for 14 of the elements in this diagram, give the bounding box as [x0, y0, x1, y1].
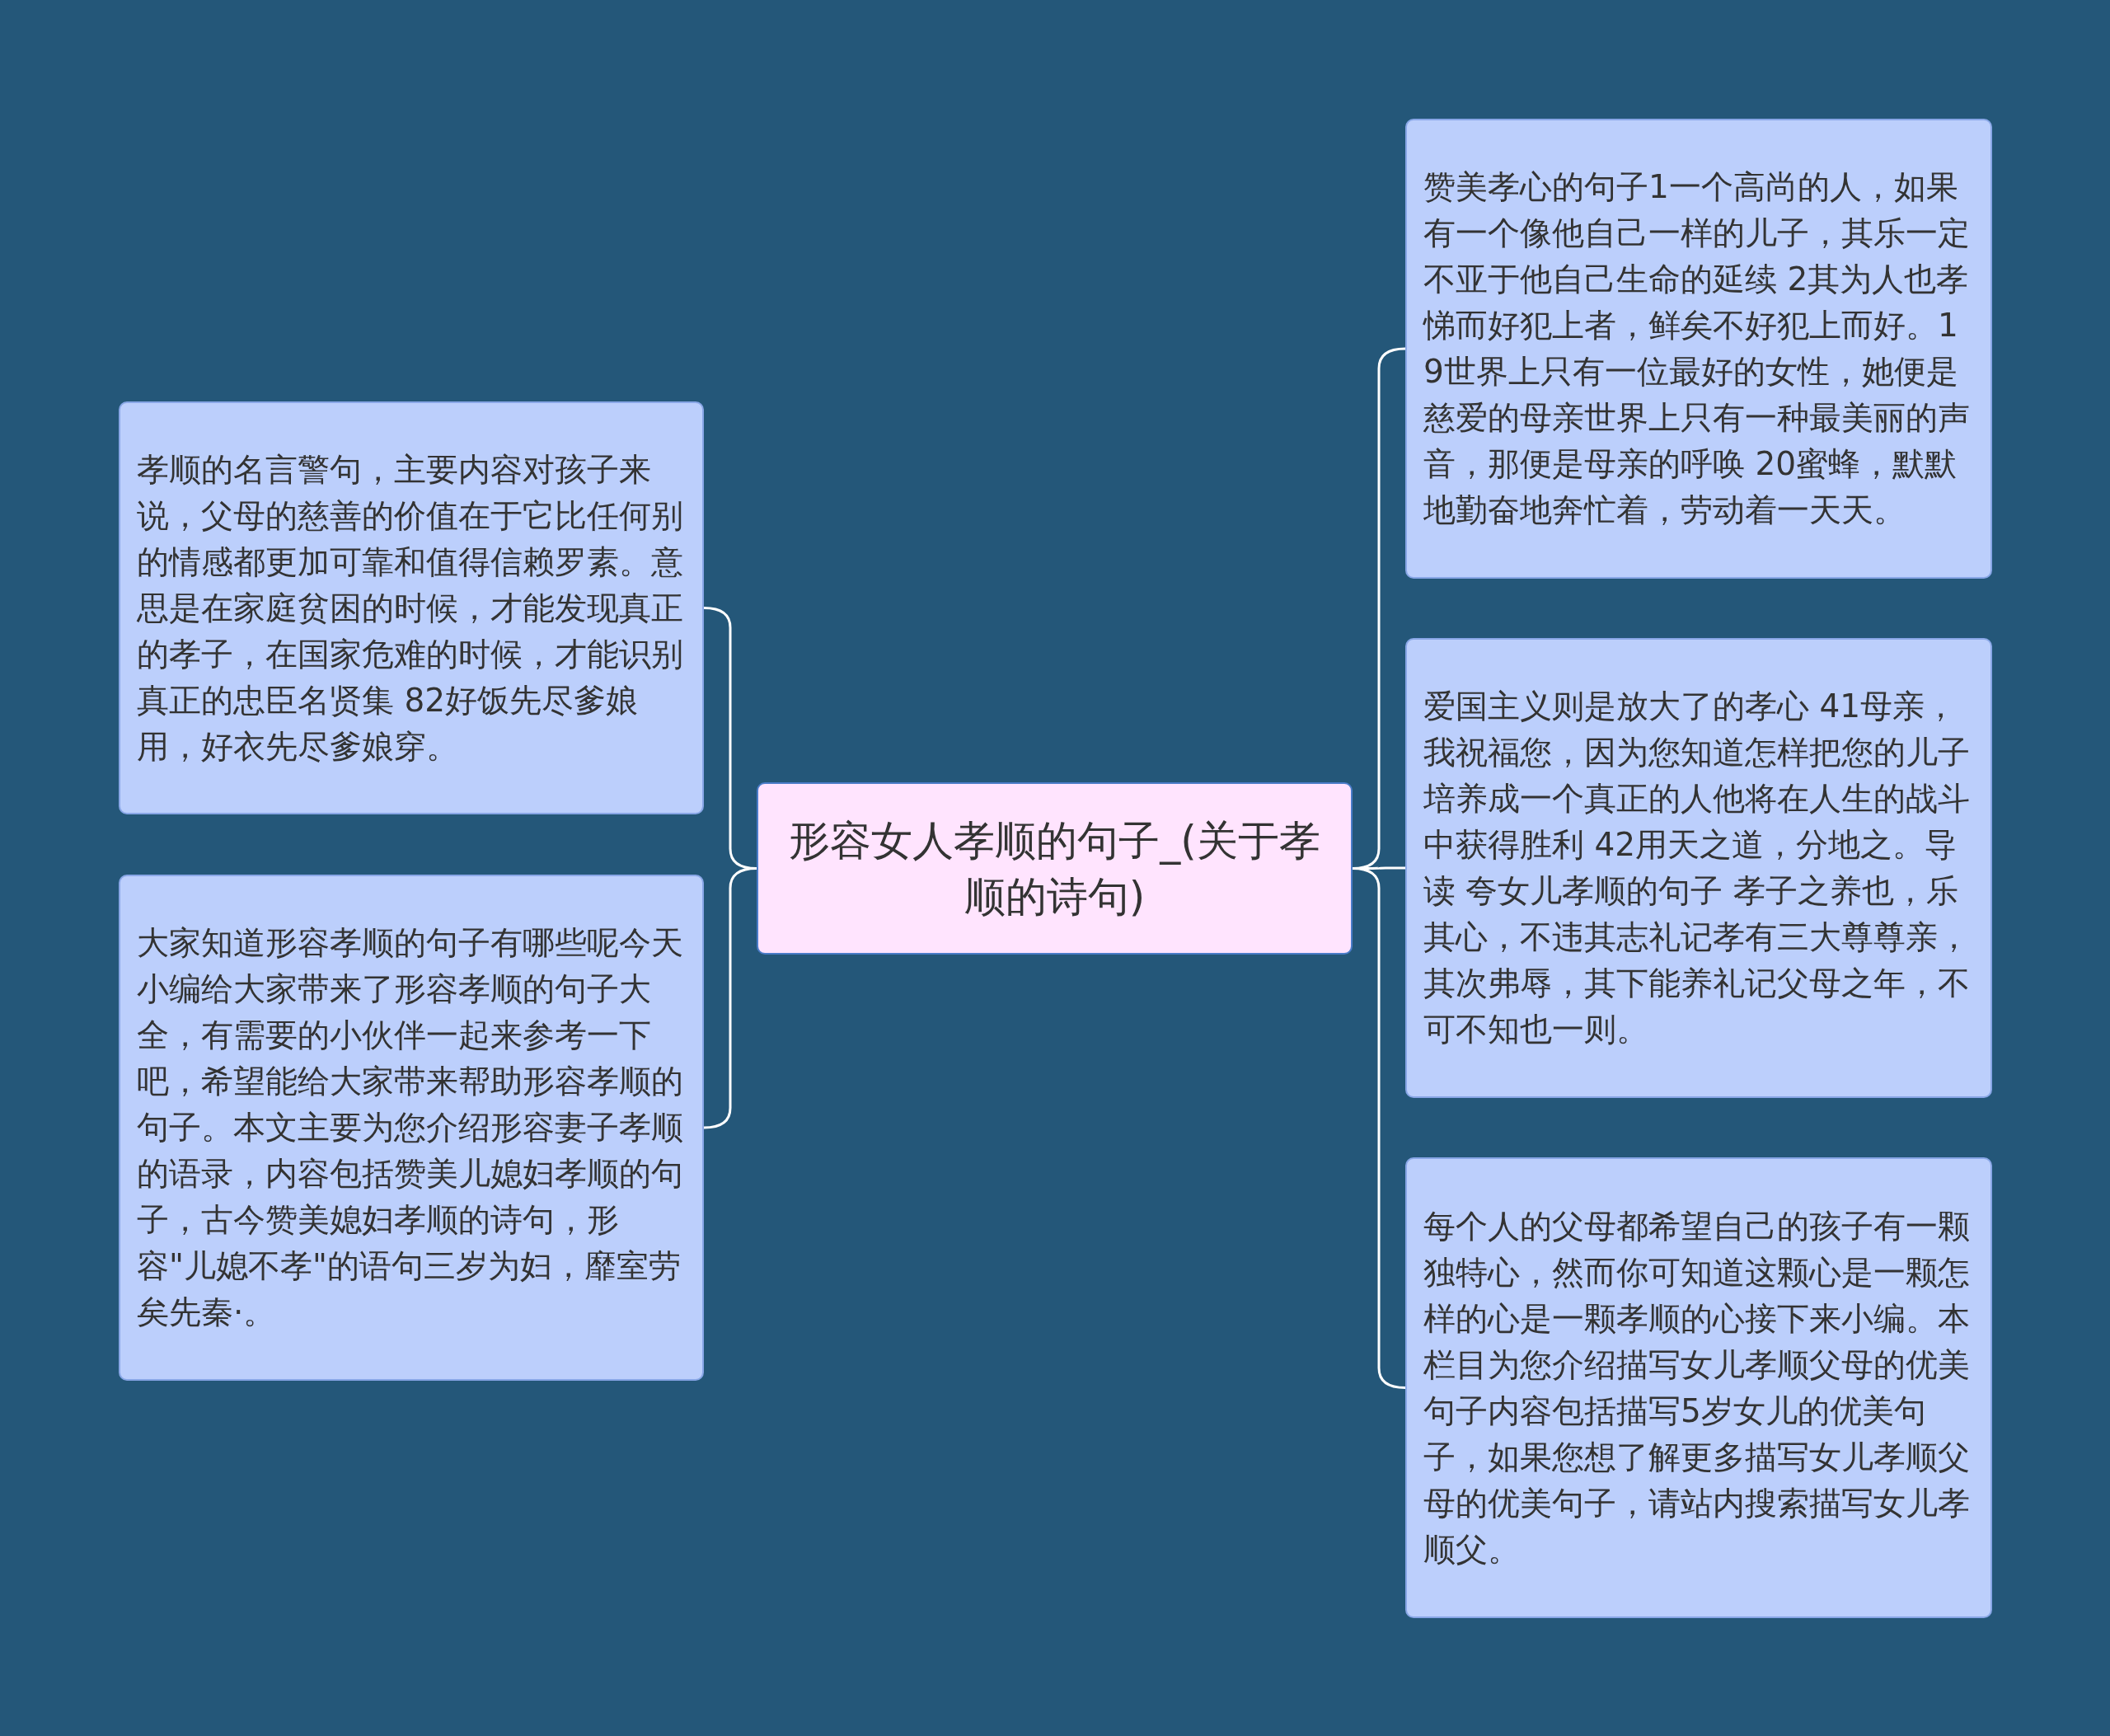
- paragraph: 爱国主义则是放大了的孝心 41母亲，我祝福您，因为您知道怎样把您的儿子培养成一个真正的人他将在人生的战斗中获得胜利 42用天之道，分地之。导读 夸女儿孝顺的句子 孝子之养也，乐其心，不违其志礼记孝有三大尊尊亲，其次弗辱，其下能养礼记父母之年，不可不知也一则。: [1423, 687, 1971, 1049]
- topic-title: 形容女人孝顺的句子_(关于孝顺的诗句): [788, 815, 1321, 922]
- text-box: [1405, 1157, 1992, 1618]
- paragraph: 赞美孝心的句子1一个高尚的人，如果有一个像他自己一样的儿子，其乐一定不亚于他自己生命的延续 2其为人也孝悌而好犯上者，鲜矣不好犯上而好。19世界上只有一位最好的女性，她便是慈爱的母亲世界上只有一种最美丽的声音，那便是母亲的呼唤 20蜜蜂，默默地勤奋地奔忙着，劳动着一天天。: [1423, 167, 1971, 530]
- paragraph: 孝顺的名言警句，主要内容对孩子来说，父母的慈善的价值在于它比任何别的情感都更加可靠和值得信赖罗素。意思是在家庭贫困的时候，才能发现真正的孝子，在国家危难的时候，才能识别真正的忠臣名贤集 82好饭先尽爹娘用，好衣先尽爹娘穿。: [137, 449, 684, 767]
- paragraph: 大家知道形容孝顺的句子有哪些呢今天小编给大家带来了形容孝顺的句子大全，有需要的小伙伴一起来参考一下吧，希望能给大家带来帮助形容孝顺的句子。本文主要为您介绍形容妻子孝顺的语录，内容包括赞美儿媳妇孝顺的句子，古今赞美媳妇孝顺的诗句，形容"儿媳不孝"的语句三岁为妇，靡室劳矣先秦·。: [137, 923, 684, 1332]
- text-box: [119, 401, 704, 814]
- paragraph: 每个人的父母都希望自己的孩子有一颗独特心，然而你可知道这颗心是一颗怎样的心是一颗孝顺的心接下来小编。本栏目为您介绍描写女儿孝顺父母的优美句子内容包括描写5岁女儿的优美句子，如果您想了解更多描写女儿孝顺父母的优美句子，请站内搜索描写女儿孝顺父。: [1423, 1206, 1971, 1569]
- text-box: [1405, 638, 1992, 1098]
- topic-box: [757, 782, 1353, 955]
- text-box: [119, 875, 704, 1381]
- connector-line: [1352, 867, 1406, 1389]
- text-box: [1405, 119, 1992, 579]
- connector-line: [703, 867, 757, 1129]
